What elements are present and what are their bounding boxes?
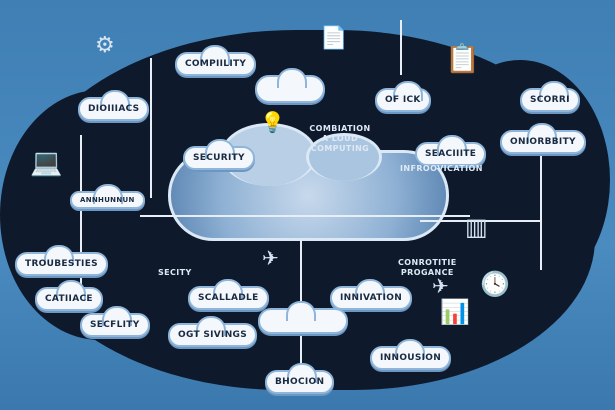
label-ogt-sivings: OGT SIVINGS xyxy=(168,316,257,347)
label-compiility: COMPIILITY xyxy=(175,45,257,76)
arrow-line xyxy=(400,20,402,75)
arrow-line xyxy=(80,135,82,285)
label-seaciiite: SEACIIITE xyxy=(415,135,487,166)
label-troubesties: TROUBESTIES xyxy=(15,245,108,276)
label-text: SECURITY xyxy=(193,153,245,163)
lightbulb-icon: 💡 xyxy=(260,110,285,134)
airplane-icon: ✈ xyxy=(262,246,279,270)
label-text: DIOIIIACS xyxy=(88,104,140,114)
label-text: SECFLITY xyxy=(90,320,140,330)
document-icon: 📄 xyxy=(320,26,348,51)
label-text: SCALLADLE xyxy=(198,293,259,303)
label-annhunnun: ANNHUNNUN xyxy=(70,184,145,209)
laptop-icon: 💻 xyxy=(30,148,63,178)
label-text: ONIORBBITY xyxy=(510,137,576,147)
label-scalladle: SCALLADLE xyxy=(188,279,269,310)
airplane-icon: ✈ xyxy=(432,274,449,298)
arrow-line xyxy=(150,58,152,198)
document-icon: 📋 xyxy=(445,42,480,75)
label-catiiace: CATIIACE xyxy=(35,280,103,311)
label-text: SEACIIITE xyxy=(425,149,477,159)
text-conrotitie-progance: CONROTITIE PROGANCE xyxy=(398,258,457,278)
label-text: OGT SIVINGS xyxy=(178,330,247,340)
title-line: COMBIATION xyxy=(309,124,371,133)
text-secity: SECITY xyxy=(158,268,192,277)
label-oniorbbity: ONIORBBITY xyxy=(500,123,586,154)
label-text: INNOUSION xyxy=(380,353,442,363)
label-innivation: INNIVATION xyxy=(330,279,413,310)
label-of-ick: OF ICK xyxy=(375,81,431,112)
arrow-line xyxy=(140,215,470,217)
text-line: CONROTITIE xyxy=(398,258,457,267)
central-title: COMBIATION A LOUD COMPUTING xyxy=(295,124,385,154)
clock-icon: 🕓 xyxy=(480,270,510,298)
server-icon: ▥ xyxy=(465,213,488,241)
label-text: SCORRI xyxy=(530,95,570,105)
label-text: CATIIACE xyxy=(45,294,93,304)
text-infroovication: INFROOVICATION xyxy=(400,164,483,173)
arrow-line xyxy=(540,150,542,270)
label-innousion: INNOUSION xyxy=(370,339,452,370)
label-text: ANNHUNNUN xyxy=(80,196,135,204)
text-line: PROGANCE xyxy=(400,268,454,277)
label-text: COMPIILITY xyxy=(185,59,247,69)
label-text: BHOCION xyxy=(275,377,325,387)
bar-chart-icon: 📊 xyxy=(440,298,470,326)
label-text: OF ICK xyxy=(385,95,421,105)
title-line: A LOUD xyxy=(321,134,359,143)
label-text: TROUBESTIES xyxy=(25,259,98,269)
cloud-bottom-center xyxy=(258,301,348,334)
gear-icon: ⚙ xyxy=(95,33,115,58)
label-bhocion: BHOCION xyxy=(265,363,335,394)
label-text: INNIVATION xyxy=(340,293,403,303)
label-secflity: SECFLITY xyxy=(80,306,150,337)
label-security-top: SECURITY xyxy=(183,139,255,170)
label-dioiiiacs: DIOIIIACS xyxy=(78,90,150,121)
title-line: COMPUTING xyxy=(310,144,370,153)
cloud-top xyxy=(255,68,325,103)
label-scorri: SCORRI xyxy=(520,81,580,112)
arrow-line xyxy=(420,220,540,222)
